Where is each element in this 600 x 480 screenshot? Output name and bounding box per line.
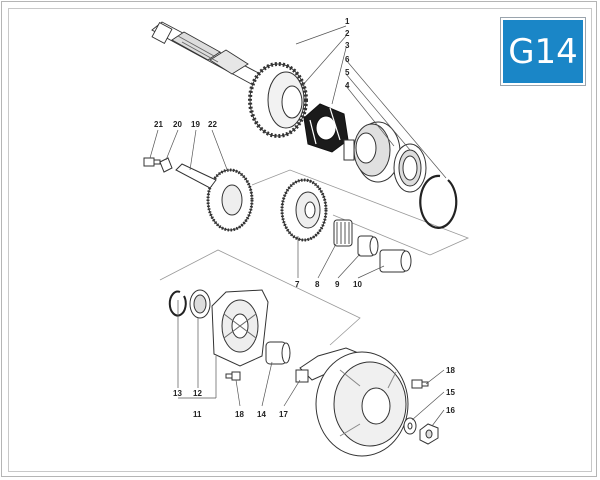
diagram-code-badge: G14 <box>501 18 585 85</box>
lower-group-outline <box>159 249 361 346</box>
bushing <box>357 235 379 257</box>
label-18-right: 18 <box>446 366 455 375</box>
gear-shaft <box>175 163 217 189</box>
label-10: 10 <box>353 280 362 289</box>
lower-bearing <box>189 289 211 319</box>
label-5: 5 <box>345 68 350 77</box>
label-4: 4 <box>345 81 350 90</box>
label-8: 8 <box>315 280 320 289</box>
hex-nut <box>419 423 439 445</box>
clutch-housing <box>343 121 401 183</box>
label-1: 1 <box>345 17 350 26</box>
engine-cover <box>211 289 269 367</box>
label-22: 22 <box>208 120 217 129</box>
rotor-sleeve <box>265 341 291 365</box>
label-6: 6 <box>345 55 350 64</box>
label-14: 14 <box>257 410 266 419</box>
upper-group-outline <box>251 169 470 256</box>
label-17: 17 <box>279 410 288 419</box>
label-12: 12 <box>193 389 202 398</box>
rotor-bolt-left <box>225 371 241 381</box>
flywheel-rotor <box>315 351 409 457</box>
rotor-bolt-right <box>411 379 429 389</box>
label-3: 3 <box>345 41 350 50</box>
label-2: 2 <box>345 29 350 38</box>
sprag-clutch <box>303 103 349 153</box>
bearing-ring <box>393 143 427 193</box>
lower-circlip <box>168 290 187 317</box>
starter-gear <box>280 178 328 242</box>
circlip <box>419 174 458 229</box>
needle-bearing <box>333 219 353 247</box>
label-18-left: 18 <box>235 410 244 419</box>
label-13: 13 <box>173 389 182 398</box>
label-15: 15 <box>446 388 455 397</box>
label-11: 11 <box>193 410 202 419</box>
pickup-bracket <box>295 347 358 383</box>
spacer-sleeve <box>379 249 412 273</box>
label-19: 19 <box>191 120 200 129</box>
drive-gear <box>248 62 308 138</box>
small-bolt <box>143 157 161 167</box>
label-7: 7 <box>295 280 300 289</box>
small-washer <box>159 157 173 173</box>
label-9: 9 <box>335 280 340 289</box>
label-16: 16 <box>446 406 455 415</box>
inner-border <box>8 8 592 472</box>
leader-lines <box>149 25 447 427</box>
label-21: 21 <box>154 120 163 129</box>
label-20: 20 <box>173 120 182 129</box>
flat-washer <box>403 417 417 435</box>
intermediate-gear <box>206 168 254 232</box>
